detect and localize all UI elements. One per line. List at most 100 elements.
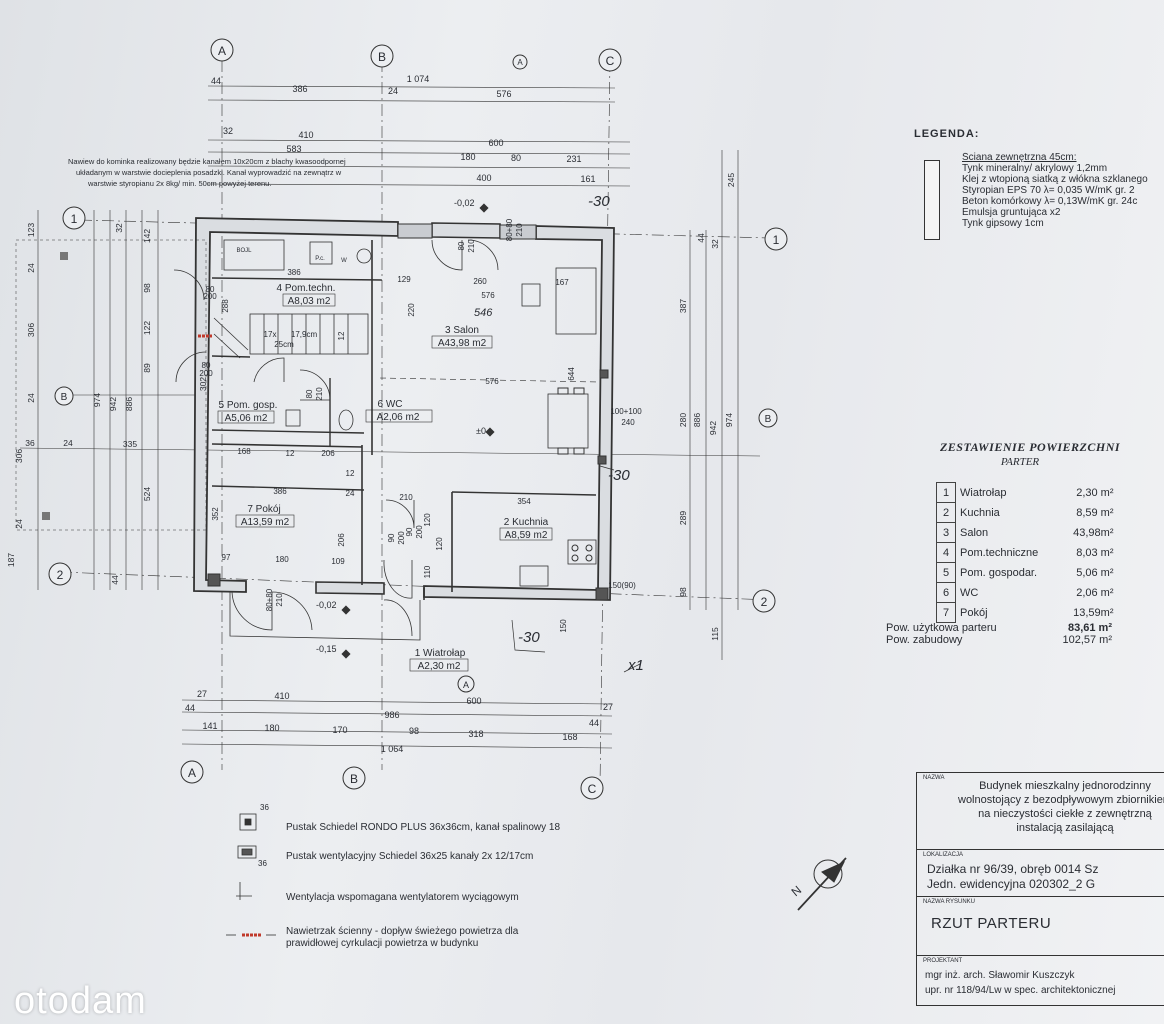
dim-inner: 120 [423, 513, 432, 527]
title-block-drawing: nazwa rysunku RZUT PARTERU [917, 897, 1164, 956]
level-mark: -0,02 [454, 198, 475, 208]
dim-top: 410 [298, 130, 313, 140]
dim-bottom: 180 [264, 723, 279, 733]
legend-line: Styropian EPS 70 λ= 0,035 W/mK gr. 2 [962, 185, 1135, 196]
dim-left: 306 [26, 323, 36, 337]
dim-inner: 80 [305, 389, 314, 398]
dim-inner: 80 [457, 241, 466, 250]
handwritten-note: -30 [588, 193, 610, 210]
dim-inner: 17x [264, 330, 277, 339]
tb-author-line: mgr inż. arch. Sławomir Kuszczyk [925, 970, 1075, 981]
legend-text: Ściana zewnętrzna 45cm: Tynk mineralny/ … [962, 152, 1164, 229]
dim-left: 306 [14, 449, 24, 463]
dim-inner: 210 [467, 239, 476, 253]
dim-inner: 206 [321, 449, 335, 458]
floor-plan: A B C 1 1 2 2 A B C B B A A Nawiew do ko… [6, 38, 847, 937]
room-name: 7 Pokój [247, 504, 280, 515]
dim-inner: 210 [275, 593, 284, 607]
dim-right: 44 [696, 233, 706, 243]
dim-top: 24 [388, 86, 398, 96]
level-mark: ±0 [476, 426, 486, 436]
dim-right: 942 [708, 421, 718, 435]
dim-inner: 25cm [274, 340, 294, 349]
dim-inner: W [341, 258, 347, 264]
dim-inner: 17,9cm [291, 330, 318, 339]
dim-inner: 354 [517, 497, 531, 506]
dim-top: 44 [211, 76, 221, 86]
axis-label-2-right: 2 [761, 595, 768, 609]
dim-left: 187 [6, 553, 16, 567]
handwritten-note: 546 [474, 307, 493, 319]
dim-inner: 129 [397, 275, 411, 284]
axis-label-b-bottom: B [350, 772, 358, 786]
dim-top: 80 [511, 153, 521, 163]
dim-inner: 200 [397, 531, 406, 545]
dim-inner: 352 [211, 507, 220, 521]
dim-top: 400 [476, 173, 491, 183]
tb-tag: lokalizacja [923, 852, 964, 858]
dim-left: 886 [124, 397, 134, 411]
legend-wall-swatch [924, 160, 940, 240]
axis-label-c-top: C [606, 54, 615, 68]
section-label-b-right: B [765, 414, 772, 425]
dim-inner: 200 [415, 525, 424, 539]
tb-location-line: Działka nr 96/39, obręb 0014 Sz [927, 862, 1099, 876]
dim-inner: 80 [202, 361, 211, 370]
dim-bottom: 600 [466, 696, 481, 706]
dim-inner: 110 [423, 565, 432, 578]
dim-left: 24 [26, 263, 36, 273]
room-area: A2,30 m2 [418, 661, 461, 672]
built-area-value: 102,57 m² [1062, 634, 1112, 646]
dim-inner: 180 [275, 555, 289, 564]
dim-bottom: 168 [562, 732, 577, 742]
dim-inner: 90 [405, 527, 414, 536]
dim-left: 44 [110, 575, 120, 585]
dim-left: 302 [198, 377, 208, 391]
dim-inner: P.c. [315, 256, 325, 262]
room-name: 6 WC [378, 399, 403, 410]
areas-subtitle: PARTER [1000, 456, 1040, 468]
dim-inner: 90 [387, 533, 396, 542]
tb-name-line: wolnostojący z bezodpływowym zbiornikiem [958, 794, 1164, 806]
dim-left: 142 [142, 229, 152, 243]
dim-inner: 12 [286, 449, 295, 458]
room-area: A5,06 m2 [225, 413, 268, 424]
dim-left: 36 [25, 438, 35, 448]
fireplace-note-line-2: układanym w warstwie docieplenia posadzk… [76, 168, 342, 177]
dim-inner: 576 [485, 377, 499, 386]
title-block-location: lokalizacja Działka nr 96/39, obręb 0014… [917, 850, 1164, 897]
section-label-b-left: B [61, 392, 68, 403]
dim-left: 32 [114, 223, 124, 233]
dim-bottom: 318 [468, 729, 483, 739]
dim-inner: 150(90) [608, 581, 636, 590]
legend-line: Tynk gipsowy 1cm [962, 218, 1044, 229]
tb-tag: projektant [923, 958, 963, 964]
axis-label-b-top: B [378, 50, 386, 64]
room-name: 2 Kuchnia [504, 517, 549, 528]
dim-right: 245 [726, 173, 736, 187]
dim-top: 583 [286, 144, 301, 154]
dim-inner: 80+80 [505, 218, 514, 241]
level-mark: -0,02 [316, 600, 337, 610]
dim-top: 32 [223, 126, 233, 136]
built-area-label: Pow. zabudowy [886, 634, 963, 646]
room-name: 4 Pom.techn. [277, 283, 336, 294]
tb-location-line: Jedn. ewidencyjna 020302_2 G [927, 877, 1096, 891]
dim-left: 24 [14, 519, 24, 529]
dim-right: 289 [678, 511, 688, 525]
dim-bottom: 1 064 [381, 744, 404, 754]
dim-inner: 100+100 [610, 407, 642, 416]
dim-bottom: 98 [409, 726, 419, 736]
handwritten-note: -30 [518, 629, 540, 646]
handwritten-note: x1 [627, 657, 644, 674]
dim-right: 32 [710, 239, 720, 249]
room-name: 1 Wiatrołap [415, 648, 466, 659]
dim-inner: 167 [555, 278, 569, 287]
dim-bottom: 27 [603, 702, 613, 712]
